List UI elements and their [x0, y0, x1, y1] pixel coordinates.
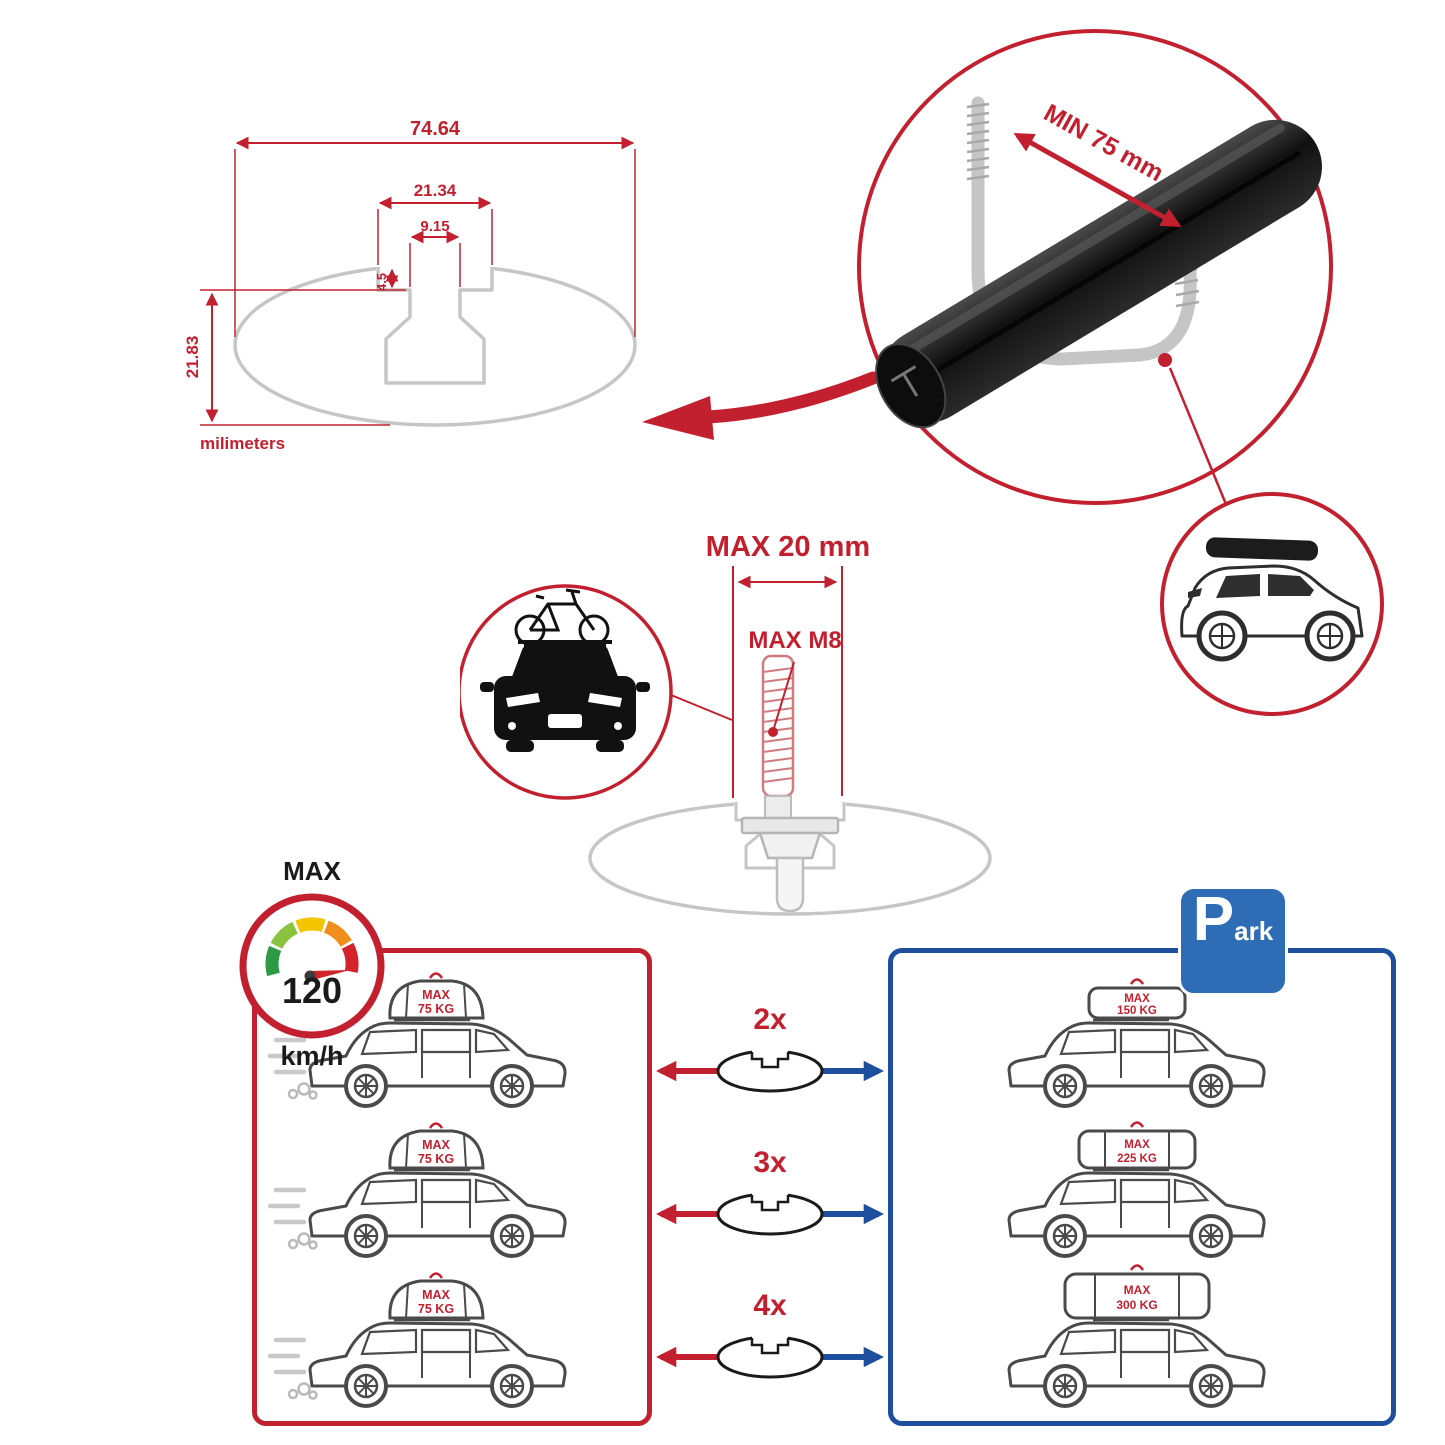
cargo-hook-icon: [1129, 978, 1145, 985]
cargo-max-label: MAX: [1124, 1283, 1151, 1297]
headlight-right: [588, 693, 622, 707]
roofbox-suv-icon: [1180, 537, 1364, 662]
pointer-line: [670, 694, 733, 721]
circle-connector-line: [1168, 367, 1232, 515]
dim-width-total: 74.64: [410, 118, 461, 140]
cargo-weight-label: 150 KG: [1117, 1005, 1157, 1017]
car-front-icon: [480, 640, 650, 752]
dim-step-depth: 4.5: [374, 273, 389, 291]
cargo-weight-label: 300 KG: [1116, 1298, 1157, 1312]
cargo-max-label: MAX: [422, 988, 450, 1002]
thread-pointer-dot: [768, 727, 778, 737]
crossbar-count-row-1: [655, 1047, 885, 1093]
arrowhead: [642, 396, 714, 440]
cargo-max-label: MAX: [422, 1138, 450, 1152]
dim-width-slot: 9.15: [420, 218, 449, 235]
roof-box: [1205, 537, 1319, 561]
dim-height-total: 21.83: [183, 336, 202, 379]
slider-nut-icon: [740, 795, 840, 913]
right-capacity-panel: [888, 948, 1396, 1426]
car-cargo-left-2: MAX 75 KG: [268, 1122, 608, 1260]
cargo-hook-icon: [1129, 1264, 1145, 1271]
car-cargo-left-1: MAX 75 KG: [268, 972, 608, 1110]
headlight-left: [506, 693, 540, 707]
detail-circle-outline: [857, 29, 1333, 505]
left-capacity-panel: [252, 948, 652, 1426]
car-cargo-right-1: MAX 150 KG: [967, 978, 1307, 1110]
cargo-max-label: MAX: [1124, 993, 1150, 1005]
gauge-ring: [239, 893, 385, 1039]
bolt-dimension-lines: [732, 566, 843, 798]
speed-max-label: MAX: [283, 856, 341, 886]
max-thread-label: MAX M8: [748, 627, 842, 654]
gauge-arcs: [265, 917, 359, 977]
speed-value: 120: [281, 970, 343, 1011]
multiplier-label-1: 2x: [753, 1003, 787, 1036]
cargo-hook-icon: [1129, 1121, 1145, 1128]
crossbar-count-row-2: [655, 1190, 885, 1236]
cargo-box: [1063, 1272, 1211, 1320]
cargo-box: [1077, 1129, 1197, 1170]
roofbox-suv-circle: [1160, 492, 1384, 716]
cargo-max-label: MAX: [422, 1288, 450, 1302]
cargo-weight-label: 75 KG: [418, 1152, 454, 1166]
gauge-pivot: [304, 970, 316, 982]
cargo-bag: [388, 979, 485, 1020]
crossbar-detail-circle: MIN 75 mm: [857, 29, 1333, 505]
min-clearance-arrow: [1013, 132, 1182, 228]
cargo-weight-label: 75 KG: [418, 1302, 454, 1316]
speed-lines: [268, 1037, 318, 1100]
gauge-needle: [309, 970, 350, 981]
crossbar-count-row-3: [655, 1333, 885, 1379]
cargo-bag: [388, 1129, 485, 1170]
cargo-max-label: MAX: [1124, 1139, 1150, 1151]
car-cargo-right-2: MAX 225 KG: [967, 1121, 1307, 1260]
profile-dimension-diagram: 74.64 21.34 9.15 4.5 21.83 milimeters: [183, 118, 637, 453]
bar-to-profile-arrow: [642, 371, 878, 440]
car-cargo-right-3: MAX 300 KG: [967, 1264, 1307, 1410]
bolt-diagram: [460, 566, 992, 916]
threaded-bolt-icon: [761, 654, 795, 798]
parking-sign-rest: ark: [1234, 916, 1274, 946]
speed-lines: [268, 1187, 318, 1250]
car-cargo-left-3: MAX 75 KG: [268, 1272, 608, 1410]
cargo-bag: [388, 1279, 485, 1320]
max-length-label: MAX 20 mm: [705, 531, 871, 563]
dim-width-opening: 21.34: [414, 181, 457, 200]
multiplier-label-3: 4x: [753, 1289, 787, 1322]
speed-units-label: km/h: [280, 1041, 344, 1071]
cargo-weight-label: 75 KG: [418, 1002, 454, 1016]
headlight: [1188, 588, 1202, 598]
cargo-hook-icon: [428, 1272, 444, 1279]
multiplier-label-2: 3x: [753, 1146, 787, 1179]
dimension-lines: [200, 136, 636, 426]
clamp-pivot-dot: [1158, 353, 1172, 367]
speed-lines: [268, 1337, 318, 1400]
cargo-weight-label: 225 KG: [1117, 1153, 1157, 1165]
cargo-hook-icon: [428, 1122, 444, 1129]
cargo-box: [1087, 986, 1187, 1020]
parking-sign-initial: P: [1192, 885, 1235, 954]
speed-gauge-icon: [239, 893, 385, 1039]
cargo-hook-icon: [428, 972, 444, 979]
crossbar-bar: [875, 119, 1323, 429]
min-clearance-label: MIN 75 mm: [1039, 99, 1168, 187]
dim-units-label: milimeters: [200, 434, 285, 453]
